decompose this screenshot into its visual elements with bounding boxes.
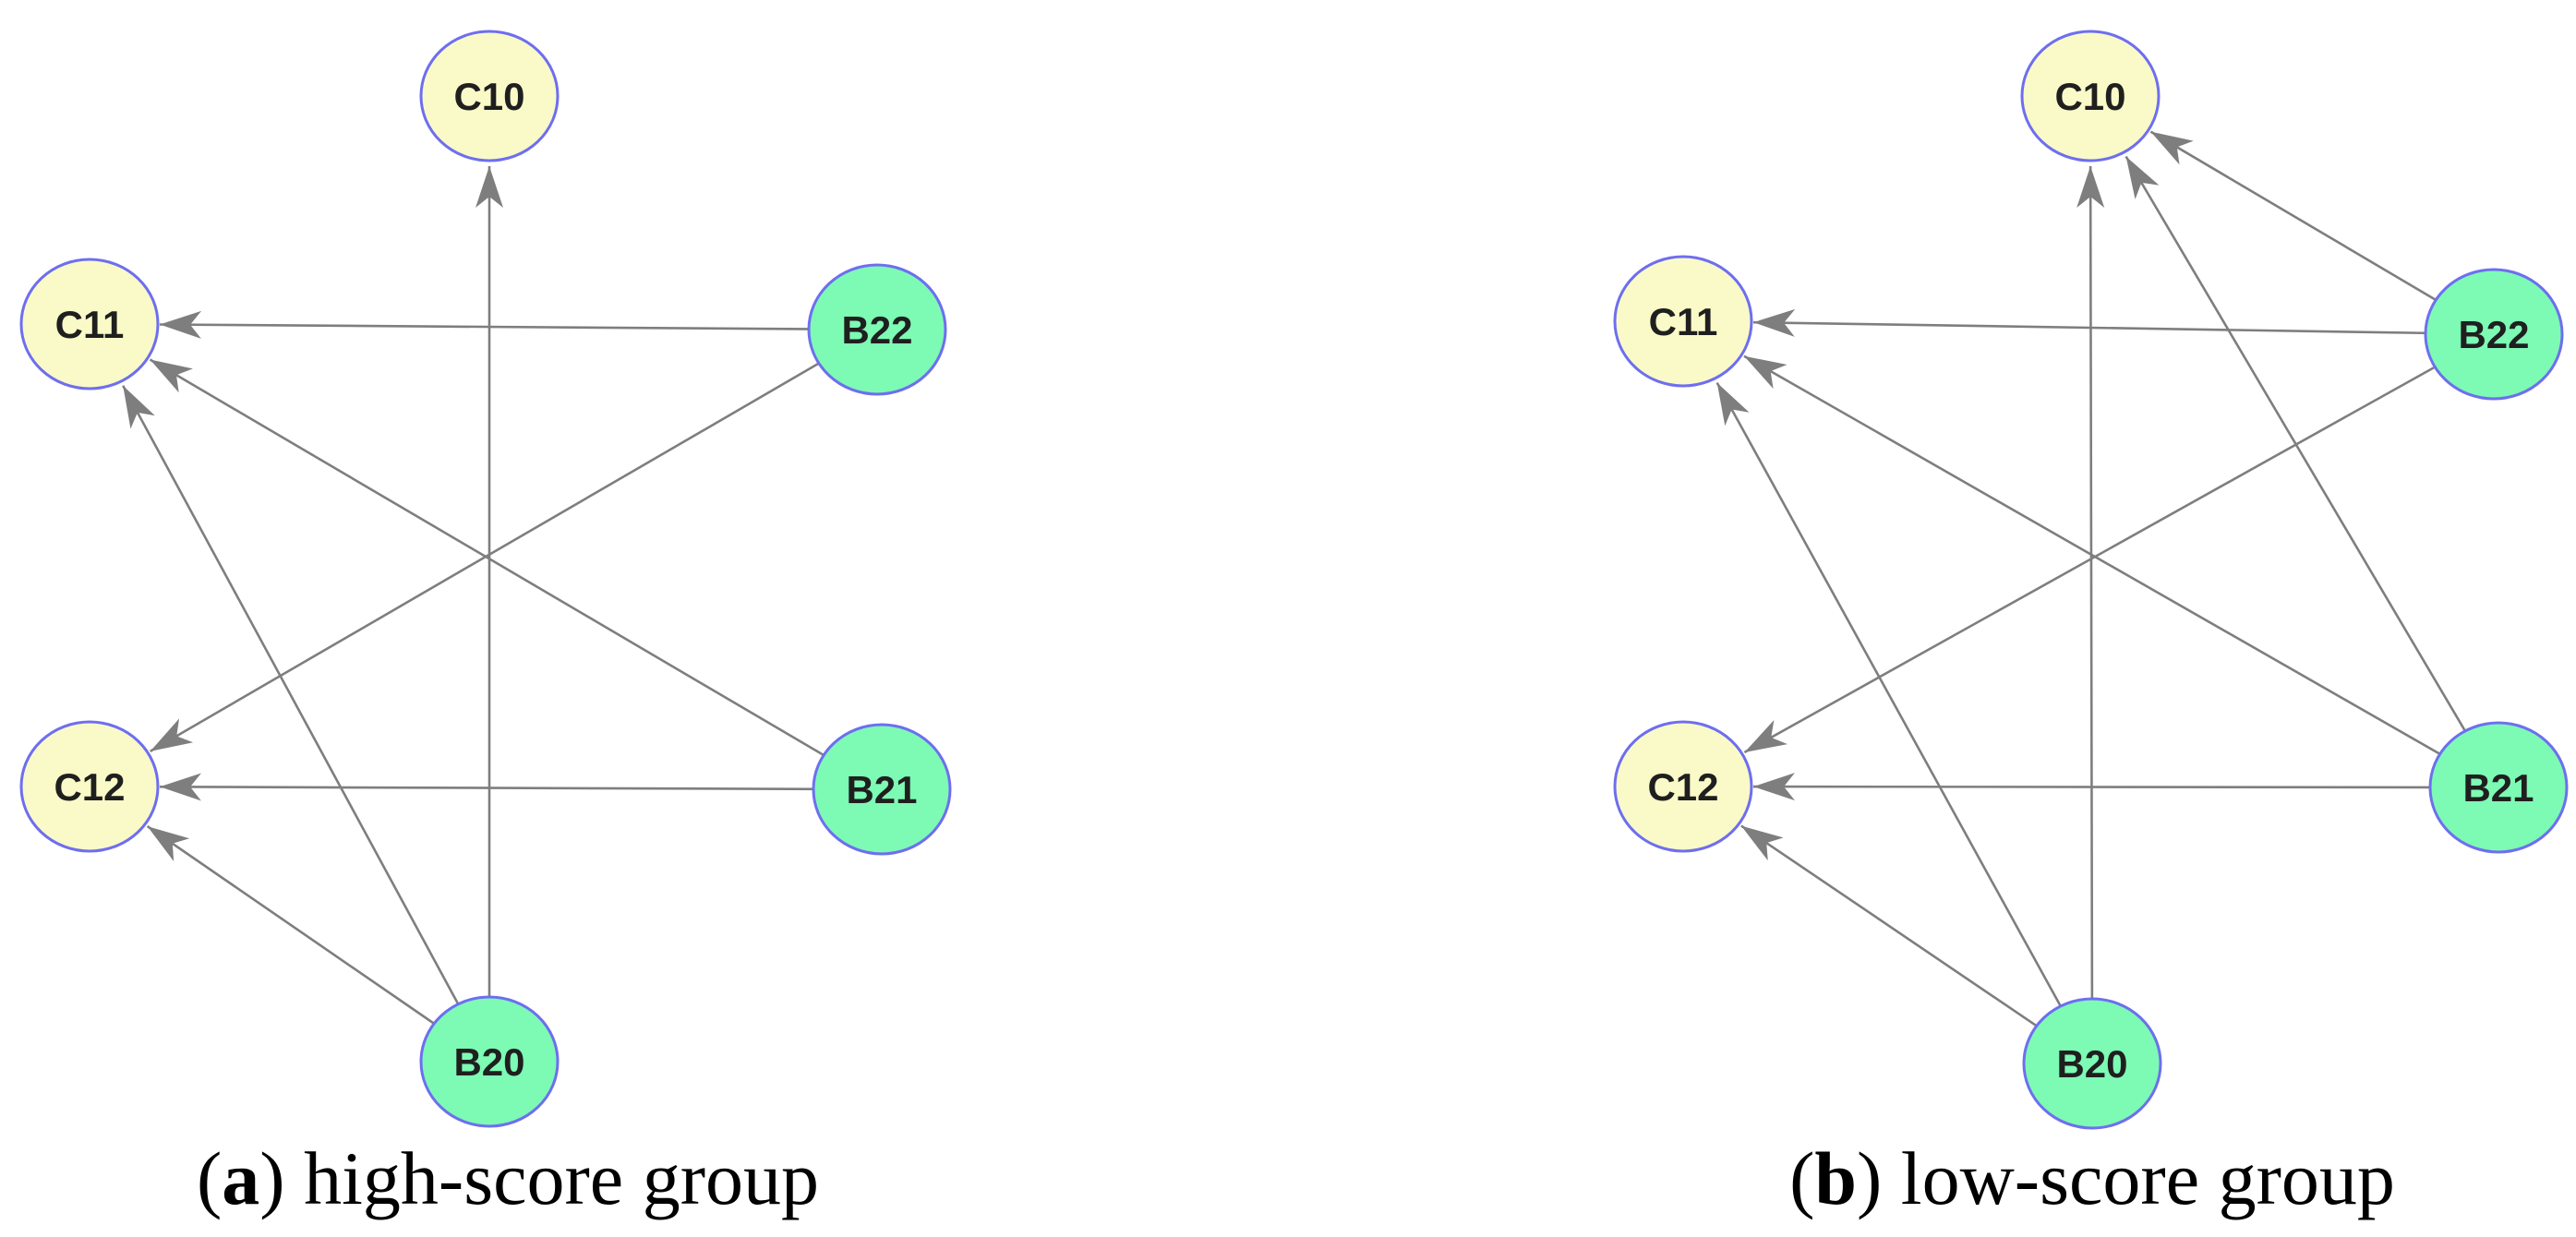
edge-B20-to-C10 bbox=[2076, 165, 2105, 1009]
node-C11-panel-a: C11 bbox=[19, 258, 160, 390]
edge-B20-to-C11 bbox=[1715, 381, 2067, 1016]
node-circle-C12 bbox=[1613, 720, 1753, 853]
node-circle-C11 bbox=[19, 258, 160, 390]
node-circle-B21 bbox=[2428, 721, 2569, 854]
node-label-C11: C11 bbox=[55, 303, 125, 346]
edge-B20-to-C12 bbox=[1740, 824, 2048, 1034]
edge-B21-to-C12 bbox=[159, 773, 827, 801]
edge-B20-to-C12 bbox=[146, 825, 445, 1032]
node-B21-panel-b: B21 bbox=[2428, 721, 2569, 854]
caption-b-paren-open: ( bbox=[1789, 1136, 1815, 1220]
node-circle-C10 bbox=[2020, 30, 2161, 162]
node-label-C12: C12 bbox=[1647, 765, 1718, 809]
node-C10-panel-a: C10 bbox=[419, 30, 560, 162]
node-label-B21: B21 bbox=[2462, 766, 2534, 810]
node-circle-B20 bbox=[2022, 997, 2162, 1130]
edge-B20-to-C11 bbox=[122, 385, 464, 1014]
node-B21-panel-a: B21 bbox=[812, 723, 952, 856]
node-C10-panel-b: C10 bbox=[2020, 30, 2161, 162]
node-C12-panel-a: C12 bbox=[19, 720, 160, 853]
caption-panel-b: (b) low-score group bbox=[1677, 1136, 2508, 1220]
node-label-B20: B20 bbox=[453, 1040, 524, 1084]
edge-B22-to-C11 bbox=[1752, 308, 2439, 337]
node-B22-panel-a: B22 bbox=[807, 263, 947, 396]
node-label-B22: B22 bbox=[841, 308, 912, 352]
node-label-C12: C12 bbox=[54, 765, 125, 809]
caption-b-text: ) low-score group bbox=[1856, 1136, 2395, 1220]
caption-panel-a: (a) high-score group bbox=[92, 1136, 923, 1220]
node-circle-B22 bbox=[2424, 268, 2564, 401]
node-C11-panel-b: C11 bbox=[1613, 255, 1753, 388]
node-label-C11: C11 bbox=[1649, 300, 1718, 343]
caption-a-text: ) high-score group bbox=[259, 1136, 820, 1220]
edge-B22-to-C10 bbox=[2149, 130, 2447, 307]
node-label-B20: B20 bbox=[2056, 1042, 2127, 1086]
edge-B21-to-C11 bbox=[1743, 354, 2451, 762]
node-circle-C11 bbox=[1613, 255, 1753, 388]
node-label-B22: B22 bbox=[2458, 313, 2529, 356]
edge-B21-to-C10 bbox=[2125, 155, 2472, 740]
node-label-B21: B21 bbox=[846, 768, 917, 811]
node-C12-panel-b: C12 bbox=[1613, 720, 1753, 853]
node-label-C10: C10 bbox=[2054, 75, 2125, 118]
node-circle-B20 bbox=[419, 995, 560, 1128]
node-circle-C12 bbox=[19, 720, 160, 853]
node-circle-B22 bbox=[807, 263, 947, 396]
edge-B22-to-C11 bbox=[159, 310, 823, 339]
node-B20-panel-b: B20 bbox=[2022, 997, 2162, 1130]
node-circle-B21 bbox=[812, 723, 952, 856]
node-B22-panel-b: B22 bbox=[2424, 268, 2564, 401]
edge-B21-to-C11 bbox=[149, 358, 835, 763]
caption-a-paren-open: ( bbox=[196, 1136, 223, 1220]
caption-b-letter: b bbox=[1814, 1136, 1857, 1220]
node-circle-C10 bbox=[419, 30, 560, 162]
node-label-C10: C10 bbox=[453, 75, 524, 118]
caption-a-letter: a bbox=[222, 1136, 260, 1220]
node-B20-panel-a: B20 bbox=[419, 995, 560, 1128]
